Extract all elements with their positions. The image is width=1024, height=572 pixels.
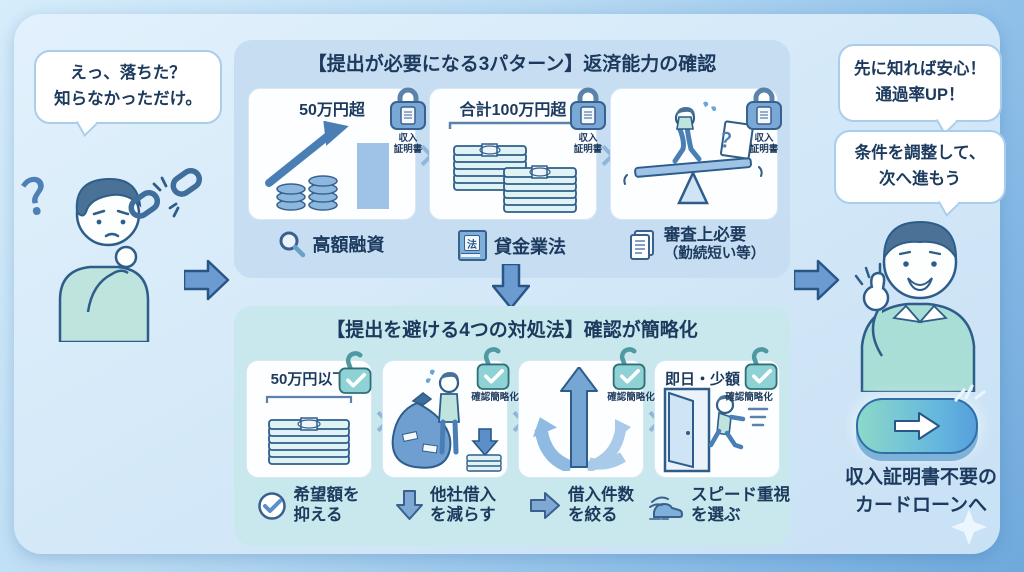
arrow-right-icon — [530, 492, 560, 520]
reduce-debt-illustration — [391, 369, 502, 472]
arrow-down-icon — [396, 490, 423, 521]
caption-high-amount-loan: 高額融資 — [256, 230, 406, 258]
lock-open-icon — [476, 347, 510, 390]
flow-arrow-down-icon — [492, 264, 530, 310]
income-certificate-label: 収入 証明書 — [749, 133, 779, 156]
box-heading: 50万円超 — [299, 102, 365, 119]
flow-arrow-right-icon — [794, 259, 840, 301]
caption-lower-amount: 希望額を 抑える — [240, 486, 376, 526]
lock-open-icon — [612, 347, 646, 390]
documents-icon — [629, 229, 654, 260]
method-box-under-limit: 50万円以下 — [246, 360, 372, 478]
panel-title: 【提出を避ける4つの対処法】確認が簡略化 — [326, 320, 698, 341]
shine-lines-icon — [954, 384, 986, 402]
caption-review-needed: 審査上必要 （勤続短い等） — [612, 226, 782, 263]
speech-bubble-reassure: 先に知れば安心！ 通過率UP！ — [838, 44, 1002, 122]
lock-closed-icon — [746, 87, 782, 130]
box-heading: 50万円以下 — [270, 371, 348, 388]
winged-shoe-icon — [649, 496, 683, 520]
thumbs-up-person-illustration — [854, 220, 976, 392]
panel-title: 【提出が必要になる3パターン】返済能力の確認 — [307, 54, 717, 75]
magnifier-icon — [279, 231, 305, 258]
speech-bubble-rejected: えっ、落ちた？ 知らなかっただけ。 — [34, 50, 222, 124]
caption-lending-law: 法 貸金業法 — [437, 230, 587, 261]
income-certificate-label: 収入 証明書 — [393, 133, 423, 156]
caption-reduce-other-debt: 他社借入 を減らす — [378, 486, 514, 526]
lock-open-icon — [744, 347, 778, 390]
check-circle-icon — [257, 492, 286, 520]
simplified-check-label: 確認簡略化 — [607, 392, 655, 403]
speed-exit-illustration — [663, 387, 769, 473]
flow-arrow-left-icon — [184, 259, 230, 301]
method-box-reduce-debt — [382, 360, 508, 478]
box-heading: 合計100万円超 — [459, 102, 567, 119]
lock-closed-icon — [570, 87, 606, 130]
thinking-person-illustration — [58, 177, 150, 342]
method-box-fewer-lenders — [518, 360, 644, 478]
pattern-box-total-amount: 合計100万円超 — [429, 88, 597, 220]
pattern-box-review-needed: ？ — [610, 88, 778, 220]
arrow-right-icon — [894, 412, 940, 440]
cardloan-cta-button[interactable] — [856, 398, 978, 454]
lock-open-icon — [338, 351, 372, 394]
growth-chart-icon — [265, 121, 389, 211]
bubble-line: えっ、落ちた？ — [70, 64, 186, 83]
cash-stacks-icon — [448, 121, 578, 213]
broken-chain-icon — [128, 168, 203, 219]
income-certificate-label: 収入 証明書 — [573, 133, 603, 156]
speech-bubble-adjust: 条件を調整して、 次へ進もう — [834, 130, 1006, 204]
balance-seesaw-icon — [623, 101, 763, 205]
cash-stack-icon — [265, 395, 353, 465]
bubble-line: 知らなかっただけ。 — [54, 90, 202, 108]
cta-caption: 収入証明書不要の カードローンへ — [844, 467, 997, 516]
caption-fewer-loans: 借入件数 を絞る — [514, 486, 650, 526]
simplified-check-label: 確認簡略化 — [471, 392, 519, 403]
pattern-box-high-amount: 50万円超 — [248, 88, 416, 220]
branching-arrows-icon — [532, 367, 631, 471]
sparkle-icon — [951, 509, 987, 545]
law-book-icon: 法 — [458, 230, 487, 261]
lock-closed-icon — [390, 87, 426, 130]
simplified-check-label: 確認簡略化 — [725, 392, 773, 403]
box-heading: 即日・少額 — [665, 371, 741, 388]
caption-choose-speed: スピード重視 を選ぶ — [646, 486, 792, 526]
